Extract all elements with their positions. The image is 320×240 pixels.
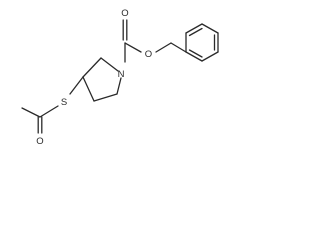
bond-acyl-methyl [21,107,41,118]
bond-benzene-2-3 [185,23,203,34]
bond-c3-s [69,76,84,95]
bond-n-c2 [100,57,119,72]
acetyl-oxygen-label: O [36,136,43,147]
structure-canvas: O O N S O [0,0,232,152]
bond-carbonyl-ester-o [124,42,142,53]
bond-c4-c5 [93,93,118,102]
bond-benzene-inner-a [188,27,203,37]
bond-benzene-5-6 [201,51,219,62]
bond-ester-o-ch2 [155,42,172,53]
bond-c2-c3 [82,57,102,78]
bond-ch2-ring [170,42,187,53]
bond-benzene-6-1 [185,51,203,62]
bond-benzene-inner-c [188,49,203,58]
bond-benzene-3-4 [201,23,219,34]
ring-nitrogen-label: N [118,69,125,80]
sulfur-label: S [61,97,67,108]
bond-c5-n [116,77,122,95]
bond-c3-c4 [82,76,95,102]
ester-oxygen-label: O [145,49,152,60]
molecule-structure: O O N S O [21,8,219,147]
bond-s-acyl [39,105,59,118]
carbonyl-oxygen-label: O [121,8,128,19]
